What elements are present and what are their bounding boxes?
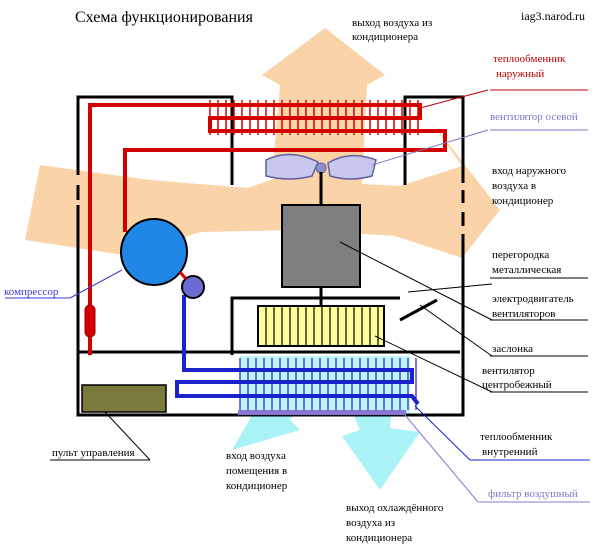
- leader-lines: [5, 89, 590, 503]
- label-compressor: компрессор: [4, 286, 59, 298]
- control-panel: [81, 384, 167, 413]
- label-inner-hx-1: теплообменник: [480, 431, 553, 443]
- label-air-in-room-3: кондиционер: [226, 480, 288, 492]
- air-filter: [238, 410, 406, 415]
- label-air-out-cooled-1: выход охлаждённого: [346, 502, 444, 514]
- label-partition-1: перегородка: [492, 249, 549, 261]
- axial-fan: [265, 153, 377, 205]
- label-air-in-outer-2: воздуха в: [492, 180, 536, 192]
- label-air-out-cooled-3: кондиционера: [346, 532, 412, 544]
- label-outer-hx-2: наружный: [496, 68, 544, 80]
- label-centrifugal-fan-2: центробежный: [482, 379, 552, 391]
- label-control-panel: пульт управления: [52, 447, 135, 459]
- label-damper: заслонка: [492, 343, 533, 355]
- outer-air-flow: [25, 120, 500, 258]
- label-air-in-room-2: помещения в: [226, 465, 287, 477]
- label-air-in-room-1: вход воздуха: [226, 450, 286, 462]
- label-motor-2: вентиляторов: [492, 308, 556, 320]
- expansion-valve: [84, 304, 96, 338]
- compressor: [120, 218, 205, 299]
- label-air-in-outer-1: вход наружного: [492, 165, 567, 177]
- label-inner-hx-2: внутренний: [482, 446, 538, 458]
- site-label: iag3.narod.ru: [521, 9, 585, 23]
- outer-hx-tubes: [88, 103, 447, 355]
- cooled-air-zone: [240, 356, 410, 414]
- label-air-out-top-1: выход воздуха из: [352, 17, 432, 29]
- diagram-title: Схема функционирования: [75, 9, 254, 26]
- label-partition-2: металлическая: [492, 264, 561, 276]
- inner-heat-exchanger: [175, 295, 420, 410]
- label-motor-1: электродвигатель: [492, 293, 574, 305]
- label-axial-fan: вентилятор осевой: [490, 111, 578, 123]
- inner-vents: [230, 155, 407, 185]
- centrifugal-fan: [257, 305, 385, 347]
- label-centrifugal-fan-1: вентилятор: [482, 365, 535, 377]
- label-air-in-outer-3: кондиционер: [492, 195, 554, 207]
- label-air-filter: фильтр воздушный: [488, 488, 578, 500]
- label-outer-hx-1: теплообменник: [493, 53, 566, 65]
- label-air-out-cooled-2: воздуха из: [346, 517, 395, 529]
- label-air-out-top-2: кондиционера: [352, 31, 418, 43]
- outer-heat-exchanger: [88, 100, 447, 355]
